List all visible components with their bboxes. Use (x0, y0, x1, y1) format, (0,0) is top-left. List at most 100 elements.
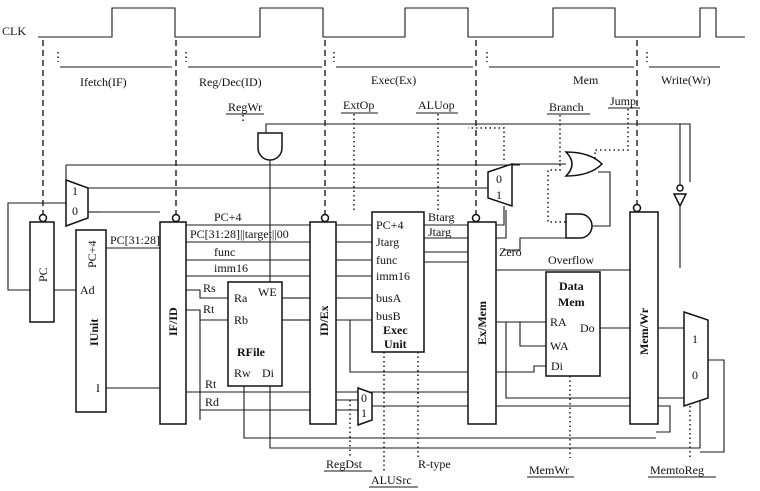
ifid-label: IF/ID (166, 307, 180, 336)
rt2-label: Rt (205, 377, 217, 391)
rfile-di: Di (262, 366, 275, 380)
func-label: func (214, 245, 235, 259)
memtoreg-label: MemtoReg (650, 463, 704, 477)
stage-label-wr: Write(Wr) (661, 73, 711, 87)
memwr-signal-label: MemWr (529, 463, 569, 477)
and-gate-shape (257, 132, 283, 161)
pc-mux-in1: 1 (72, 184, 78, 198)
wa-wire (519, 322, 546, 347)
idex-register: ID/Ex (309, 213, 337, 425)
stage-label-id: Reg/Dec(ID) (199, 75, 262, 89)
register-file: Ra Rb WE RFile Rw Di (227, 281, 701, 449)
exec-busb: busB (376, 309, 401, 323)
busb-to-exmem (336, 319, 468, 373)
ifid-clock-dot (171, 213, 181, 223)
extop-label: ExtOp (343, 98, 374, 112)
jump-mux: 0 1 (487, 162, 513, 239)
regdst-mux-0: 0 (361, 391, 367, 405)
clk-label: CLK (2, 24, 26, 38)
pc-mux: 1 0 (7, 164, 520, 291)
wb-mux-shape (683, 310, 709, 408)
jmux-select-wire (468, 127, 505, 160)
alusrc-label: ALUSrc (371, 473, 412, 487)
branch-logic (503, 151, 611, 251)
wbmux-0: 0 (692, 368, 698, 382)
rfile-box (227, 281, 283, 387)
pc3128-label: PC[31:28] (110, 233, 160, 247)
di-wire (496, 365, 546, 373)
jump-label: Jump (610, 94, 636, 108)
iunit: PC+4 Ad IUnit I PC[31:28] (75, 211, 160, 413)
regwr-label: RegWr (228, 100, 262, 114)
exec-unit: PC+4 Jtarg func imm16 busA busB Exec Uni… (336, 210, 468, 393)
top-control-signals: RegWr ExtOp ALUop Branch Jump (226, 94, 640, 223)
regdst-mux: 0 1 (357, 386, 468, 427)
pc4-id-label: PC+4 (214, 210, 241, 224)
btarg-label: Btarg (428, 210, 454, 224)
data-memory: Data Mem RA Do WA Di (545, 271, 601, 377)
exmem-register: Ex/Mem (467, 213, 497, 425)
wbmux-1: 1 (692, 332, 698, 346)
inverter-triangle (672, 193, 688, 208)
rfile-ra: Ra (234, 291, 248, 305)
jump-wire (594, 109, 629, 158)
stage-label-mem: Mem (573, 73, 599, 87)
idex-clock-dot (320, 213, 330, 223)
imm16-label: imm16 (214, 261, 248, 275)
exmem-label: Ex/Mem (475, 301, 489, 345)
bottom-control-signals: RegDst ALUSrc R-type MemWr MemtoReg (324, 352, 716, 488)
memwr-register: Mem/Wr (629, 203, 684, 433)
pc-label: PC (36, 267, 50, 282)
iunit-ad: Ad (80, 283, 95, 297)
iunit-box (75, 229, 107, 413)
pc-register: PC (29, 213, 76, 323)
memwr-box (629, 211, 659, 425)
branch-label: Branch (549, 100, 584, 114)
idex-box (309, 221, 337, 425)
id-stage-wires: PC+4 PC[31:28]||target||00 func imm16 Rs… (186, 210, 335, 420)
rfile-rw: Rw (234, 366, 251, 380)
clock-waveform (38, 7, 745, 38)
stage-label-ex: Exec(Ex) (371, 73, 416, 87)
pc-mux-shape (65, 178, 89, 228)
aluresult-bypass (505, 322, 630, 399)
jtarg-label: Jtarg (428, 225, 451, 239)
di-feedback-wire (269, 370, 701, 449)
exmem-clock-dot (471, 213, 481, 223)
btarg-up-wire (496, 206, 505, 226)
exec-busa: busA (376, 291, 402, 305)
aluop-label: ALUop (418, 98, 455, 112)
rw-return-wire (656, 405, 671, 433)
regdst-mux-shape (357, 386, 373, 427)
rd-label: Rd (205, 395, 219, 409)
rs-wire (186, 289, 228, 299)
memwr-clock-dot (632, 203, 642, 213)
regwr-feedback-wire (265, 123, 691, 182)
stage-labels: Ifetch(IF) Reg/Dec(ID) Exec(Ex) Mem Writ… (80, 73, 711, 89)
exec-box (371, 211, 425, 353)
dmem-box (545, 271, 601, 377)
dmem-di: Di (551, 359, 564, 373)
exec-jtarg: Jtarg (376, 235, 399, 249)
inverter-bubble (676, 184, 684, 192)
wb-out-wire (700, 359, 725, 453)
iunit-name: IUnit (87, 319, 101, 346)
pc-box (29, 221, 55, 323)
zero-label: Zero (499, 245, 522, 259)
regwr-and-gate (257, 123, 691, 288)
ifid-register: IF/ID (159, 213, 187, 425)
jmux-0: 0 (496, 172, 502, 186)
overflow-inverter (672, 124, 688, 268)
rt-label: Rt (203, 302, 215, 316)
overflow-label: Overflow (548, 253, 594, 267)
branch-wire (547, 115, 568, 223)
rfile-we: WE (258, 285, 277, 299)
dmem-wa: WA (550, 339, 569, 353)
rw-feedback-wire (243, 386, 656, 439)
and-to-or-wire (592, 171, 611, 227)
dmem-name1: Data (559, 279, 584, 293)
rtype-label: R-type (418, 457, 451, 471)
regdst-label: RegDst (326, 457, 363, 471)
memwr-label: Mem/Wr (637, 307, 651, 355)
clock-signal: CLK (2, 7, 745, 38)
